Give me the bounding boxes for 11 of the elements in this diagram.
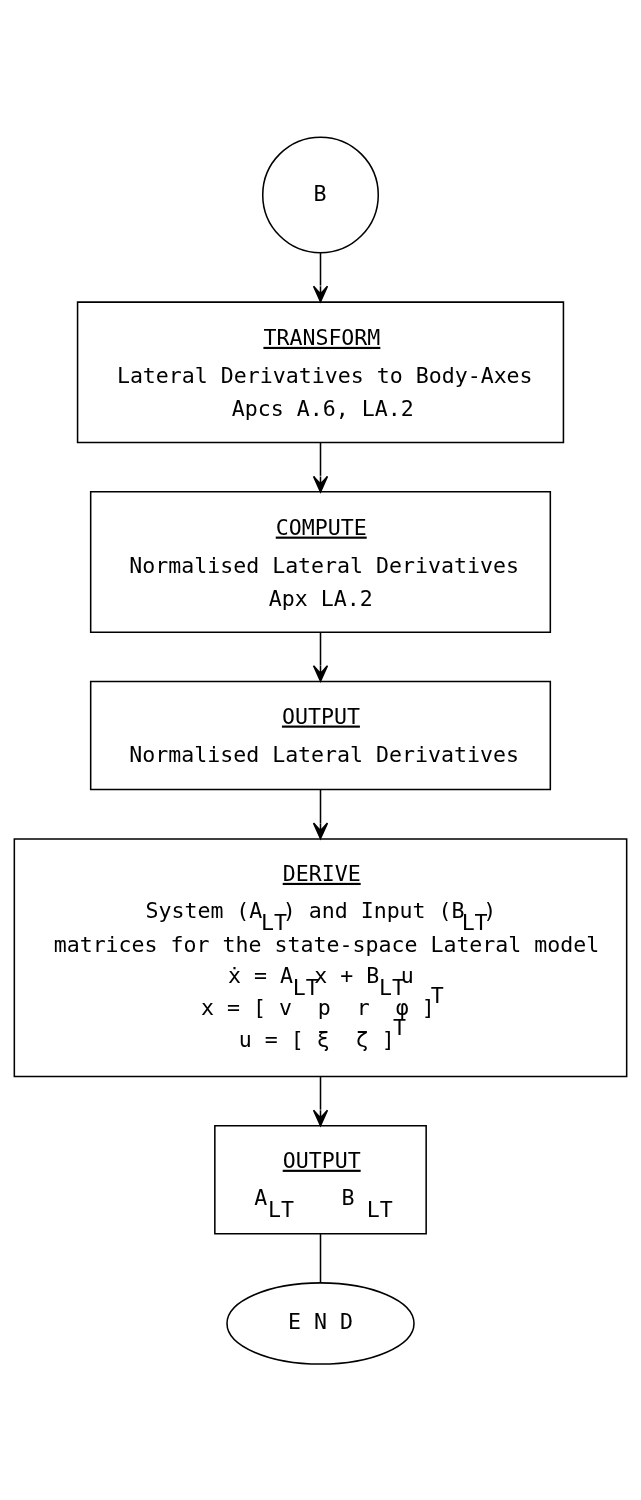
- arrow: [312, 441, 329, 493]
- node-box: TRANSFORM Lateral Derivatives to Body-Axes Apcs A.6, LA.2: [76, 300, 565, 443]
- node-box: OUTPUT Normalised Lateral Derivatives: [89, 680, 552, 790]
- arrow: [312, 631, 329, 682]
- node-circle: B: [261, 135, 380, 253]
- node-box: COMPUTE Normalised Lateral Derivatives Apx LA.2: [89, 490, 552, 633]
- node-ellipse: E N D: [226, 1281, 415, 1365]
- arrow: [312, 788, 329, 839]
- arrow: [312, 251, 329, 302]
- connector: [319, 1232, 322, 1284]
- arrow: [312, 1075, 329, 1126]
